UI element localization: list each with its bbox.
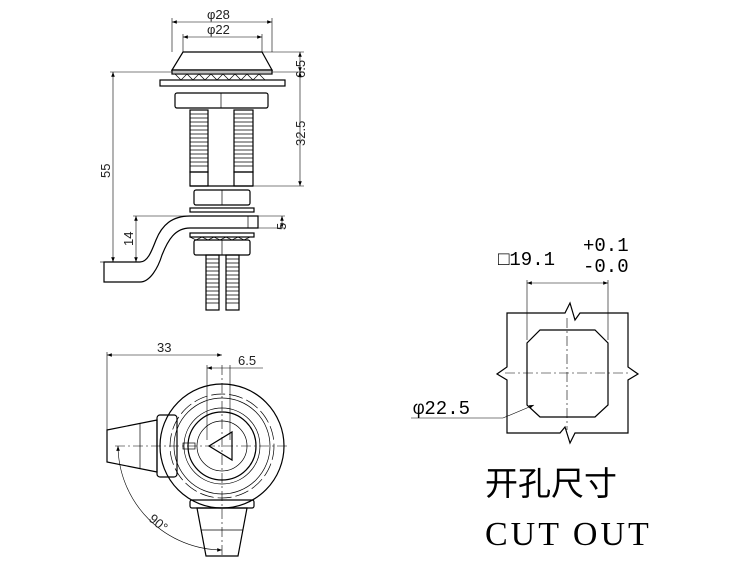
tol-minus: -0.0 — [583, 256, 629, 278]
side-view: φ28 φ22 6.5 32.5 55 14 5 — [98, 7, 308, 311]
dim-angle: 90° — [146, 511, 171, 535]
dim-width: 33 — [157, 340, 171, 355]
dim-phi22: φ22 — [207, 22, 230, 37]
dim-offset: 6.5 — [238, 353, 256, 368]
dim-cam-offset: 14 — [121, 232, 136, 246]
cam-tab-left — [106, 419, 158, 473]
cam-arm — [103, 215, 259, 283]
dim-body-length: 32.5 — [293, 121, 308, 146]
threads-lower — [205, 254, 240, 311]
dim-square: □19.1 — [498, 249, 555, 271]
dim-phi28: φ28 — [207, 7, 230, 22]
flange-washer — [159, 79, 286, 87]
cutout-title-en: CUT OUT — [485, 516, 652, 553]
top-view: 90° 33 6.5 — [106, 340, 290, 557]
dim-cap-height: 6.5 — [293, 60, 308, 78]
hex-nut — [174, 92, 269, 109]
cap — [170, 51, 274, 71]
cutout-title-cn: 开孔尺寸 — [485, 464, 617, 503]
tol-plus: +0.1 — [583, 235, 629, 257]
threads-upper — [189, 109, 254, 187]
dim-hole-diameter: φ22.5 — [413, 398, 470, 420]
panel-outline — [495, 301, 640, 445]
dim-cam-thickness: 5 — [274, 223, 289, 230]
cutout-hole — [526, 329, 609, 418]
cutout-view: □19.1 +0.1 -0.0 φ22.5 开孔尺寸 CUT OUT — [411, 235, 652, 553]
dim-total-length: 55 — [98, 164, 113, 178]
